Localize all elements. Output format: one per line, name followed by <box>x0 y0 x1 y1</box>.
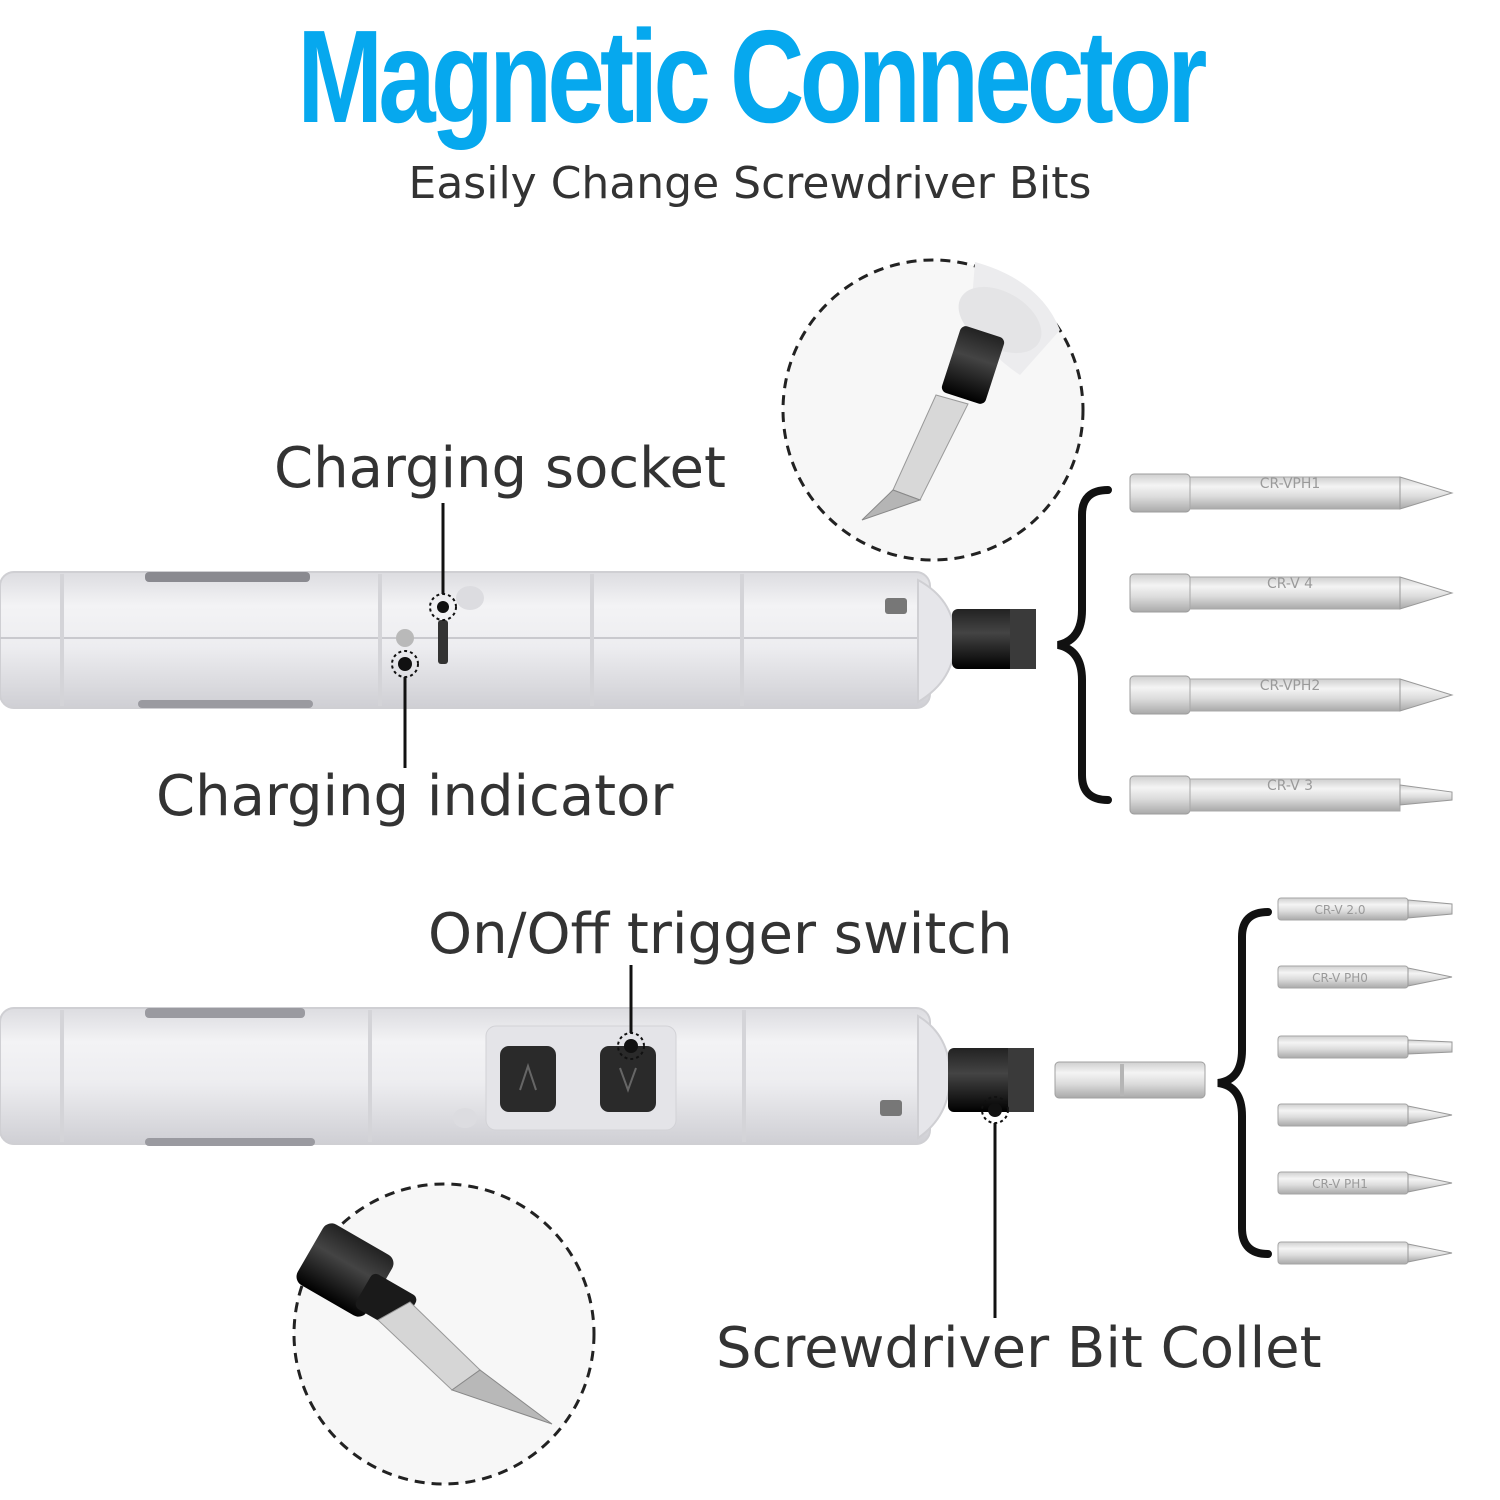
zoom-circle-bottom <box>292 1182 596 1486</box>
bit-large: CR-VPH1 <box>1129 473 1454 513</box>
bit-small: CR-V 2.0 <box>1277 897 1453 921</box>
bit-collet-callout <box>981 1096 1009 1318</box>
bit-small <box>1277 1103 1453 1127</box>
charging-socket-callout <box>429 503 457 621</box>
bit-collet-label: Screwdriver Bit Collet <box>716 1316 1322 1381</box>
trigger-switch-label: On/Off trigger switch <box>428 902 1013 967</box>
page-subtitle: Easily Change Screwdriver Bits <box>408 158 1092 209</box>
charging-indicator-callout <box>391 650 419 768</box>
large-bits: CR-VPH1 CR-V 4 CR-VPH2 CR-V 3 <box>1129 473 1454 815</box>
bit-marking: CR-V 3 <box>1267 778 1313 794</box>
bit-marking: CR-V 4 <box>1267 576 1313 592</box>
page-title: Magnetic Connector <box>297 3 1207 150</box>
bit-group-brace-top <box>1056 486 1112 804</box>
bit-small: CR-V PH0 <box>1277 965 1453 989</box>
bit-large: CR-VPH2 <box>1129 675 1454 715</box>
bit-small <box>1277 1035 1453 1059</box>
bit-large: CR-V 4 <box>1129 573 1454 613</box>
bit-large: CR-V 3 <box>1129 775 1453 815</box>
hex-adapter <box>1054 1061 1206 1099</box>
small-bits: CR-V 2.0 CR-V PH0 CR-V PH1 <box>1277 897 1453 1265</box>
direction-button-left[interactable] <box>500 1046 556 1112</box>
bit-small <box>1277 1241 1453 1265</box>
bit-marking: CR-V PH1 <box>1312 1177 1368 1191</box>
trigger-switch-callout <box>617 965 645 1060</box>
zoom-circle-top <box>781 258 1085 562</box>
charging-socket-label: Charging socket <box>274 436 726 501</box>
bit-marking: CR-V PH0 <box>1312 971 1368 985</box>
bit-marking: CR-VPH1 <box>1260 476 1321 492</box>
trigger-switch-button[interactable] <box>600 1046 656 1112</box>
bit-small: CR-V PH1 <box>1277 1171 1453 1195</box>
bit-group-brace-bottom <box>1217 908 1272 1258</box>
bit-marking: CR-V 2.0 <box>1315 903 1366 917</box>
charging-indicator-label: Charging indicator <box>156 764 674 829</box>
screwdriver-top <box>0 571 1036 709</box>
bit-marking: CR-VPH2 <box>1260 678 1321 694</box>
